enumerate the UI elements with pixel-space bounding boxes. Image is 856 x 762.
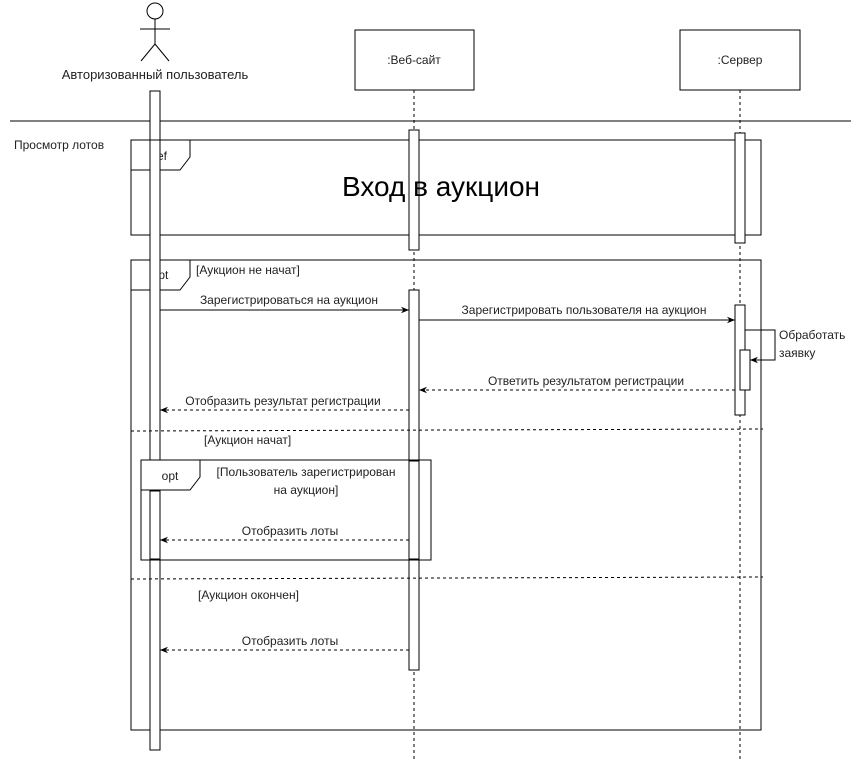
inner-opt-fragment-tag: opt (162, 469, 179, 483)
server-activation-bar-ref (734, 132, 746, 244)
website-activation-bar-inner (408, 460, 420, 560)
user-activation-bar-overlay (149, 139, 161, 751)
self-message-arrow (745, 329, 776, 364)
return-label-display-result: Отобразить результат регистрации (185, 394, 380, 408)
ref-fragment-title: Вход в аукцион (342, 171, 540, 202)
inner-opt-fragment-tab (140, 459, 201, 491)
website-activation-bar-ref (408, 129, 420, 251)
opt-operand-separator-1 (130, 428, 764, 432)
website-participant-box (354, 29, 475, 91)
opt-operand-separator-2 (130, 576, 764, 580)
ref-fragment (130, 139, 762, 236)
inner-opt-guard-line1: [Пользователь зарегистрирован (217, 465, 396, 479)
website-participant-label: :Веб-сайт (387, 53, 441, 67)
opt-guard-3: [Аукцион окончен] (198, 588, 299, 602)
self-message-label-line1: Обработать (779, 328, 845, 342)
return-label-registration-result: Ответить результатом регистрации (488, 374, 684, 388)
opt-guard-2: [Аукцион начат] (204, 433, 291, 447)
side-label: Просмотр лотов (14, 138, 104, 152)
server-nested-activation-bar (739, 349, 751, 391)
return-label-display-lots-1: Отобразить лоты (242, 524, 338, 538)
actor-label: Авторизованный пользователь (62, 67, 249, 82)
opt-guard-1: [Аукцион не начат] (196, 263, 300, 277)
message-label-register: Зарегистрироваться на аукцион (200, 293, 378, 307)
message-label-register-user: Зарегистрировать пользователя на аукцион (462, 303, 707, 317)
actor-stick-figure-icon (140, 2, 170, 62)
inner-opt-fragment (140, 459, 432, 561)
return-label-display-lots-2: Отобразить лоты (242, 634, 338, 648)
server-participant-label: :Сервер (718, 53, 763, 67)
user-activation-bar-inner (149, 490, 161, 560)
inner-opt-guard-line2: на аукцион] (274, 483, 339, 497)
self-message-label-line2: заявку (779, 346, 815, 360)
opt-fragment (130, 259, 762, 731)
server-participant-box (679, 29, 801, 91)
